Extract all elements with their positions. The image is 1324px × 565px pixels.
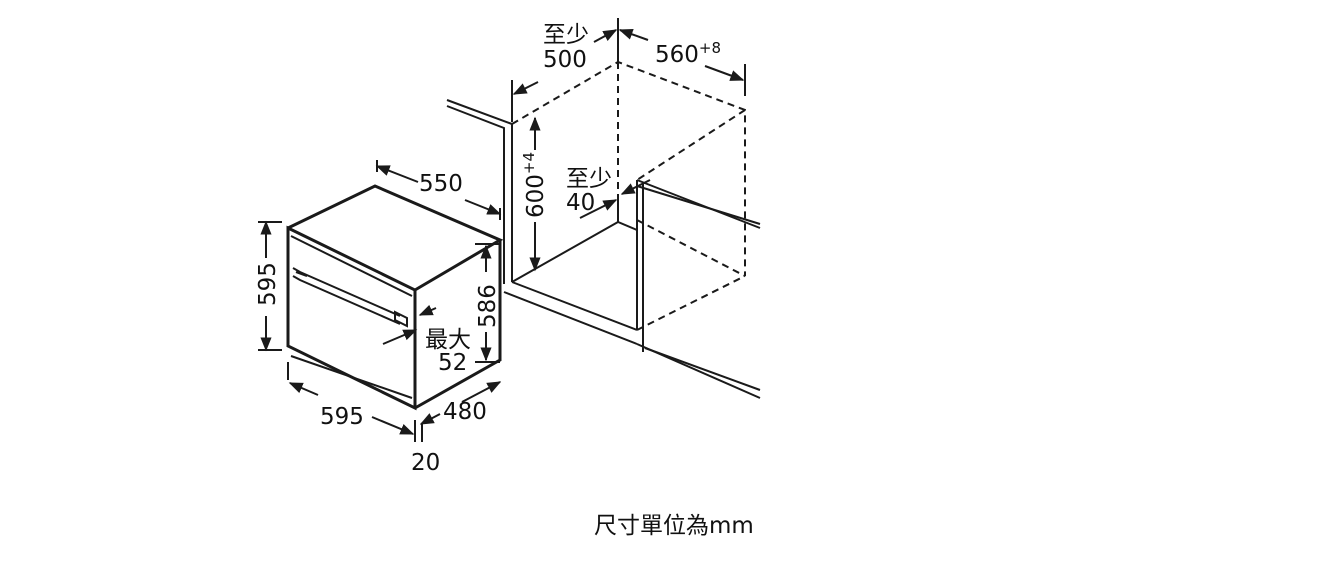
niche-width-label: 560+8 — [655, 39, 721, 68]
side-gap-label-line1: 至少 — [566, 166, 612, 192]
oven-body-height-label: 586 — [475, 284, 501, 328]
handle-max-label-line2: 52 — [438, 350, 467, 376]
oven-width-label: 595 — [320, 404, 364, 430]
oven-body-depth-label: 480 — [443, 399, 487, 425]
niche-depth-label-line1: 至少 — [543, 22, 589, 48]
niche-height-label: 600+4 — [520, 152, 549, 218]
front-projection-label: 20 — [411, 450, 440, 476]
niche-depth-label-line2: 500 — [543, 47, 587, 73]
units-caption: 尺寸單位為mm — [594, 513, 754, 539]
handle-max-label-line1: 最大 — [425, 327, 471, 353]
oven-depth-label: 550 — [419, 171, 463, 197]
niche-drawing — [446, 60, 761, 399]
oven-height-label: 595 — [255, 262, 281, 306]
oven-drawing — [286, 184, 504, 411]
dimension-lines — [258, 18, 746, 442]
side-gap-label-line2: 40 — [566, 190, 595, 216]
